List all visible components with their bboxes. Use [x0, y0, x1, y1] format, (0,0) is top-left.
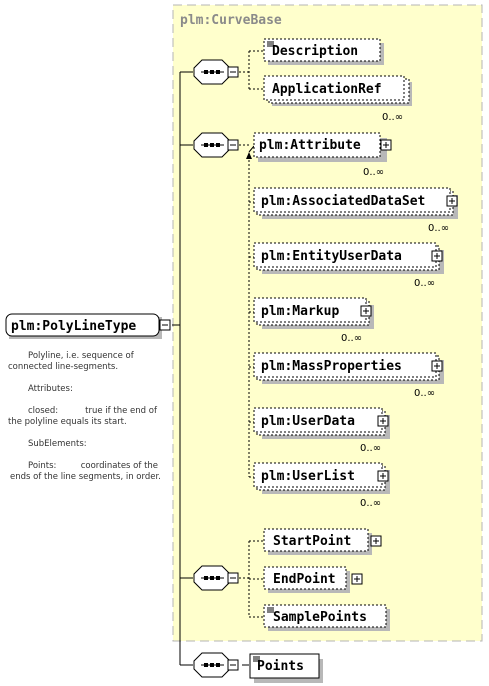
svg-text:ApplicationRef: ApplicationRef	[272, 82, 382, 97]
svg-text:plm:Markup: plm:Markup	[261, 304, 339, 319]
mass-properties-occurrence: 0..∞	[414, 388, 435, 399]
collapse-icon[interactable]	[227, 139, 239, 151]
doc-line-3	[8, 373, 168, 384]
expand-icon[interactable]	[370, 535, 382, 547]
element-description[interactable]: Description	[263, 38, 384, 65]
doc-line-5	[8, 395, 168, 406]
element-associated-data-set[interactable]: plm:AssociatedDataSet	[253, 187, 458, 219]
associated-data-set-occurrence: 0..∞	[428, 223, 449, 234]
svg-text:EndPoint: EndPoint	[273, 572, 336, 587]
expand-icon[interactable]	[431, 360, 443, 372]
expand-icon[interactable]	[351, 573, 363, 585]
element-sample-points[interactable]: SamplePoints	[263, 604, 390, 631]
sequence-compositor-icon	[193, 59, 231, 85]
sequence-compositor-icon	[193, 652, 231, 678]
svg-text:Points: Points	[257, 659, 304, 674]
expand-icon[interactable]	[431, 250, 443, 262]
expand-icon[interactable]	[377, 470, 389, 482]
group-title: plm:CurveBase	[180, 13, 282, 28]
doc-line-11: Points: coordinates of the	[28, 461, 159, 471]
doc-line-4: Attributes:	[28, 384, 73, 394]
doc-line-12: ends of the line segments, in order.	[10, 472, 161, 482]
root-element-label: plm:PolyLineType	[11, 319, 136, 334]
svg-text:plm:UserData: plm:UserData	[261, 414, 355, 429]
element-user-list[interactable]: plm:UserList	[253, 462, 390, 494]
doc-line-2: connected line-segments.	[8, 362, 119, 372]
doc-line-10	[8, 450, 168, 461]
element-start-point[interactable]: StartPoint	[263, 528, 372, 555]
element-points[interactable]: Points	[249, 653, 323, 683]
user-data-occurrence: 0..∞	[360, 443, 381, 454]
svg-text:SamplePoints: SamplePoints	[273, 610, 367, 625]
element-markup[interactable]: plm:Markup	[253, 297, 374, 329]
doc-line-6: closed: true if the end of	[28, 406, 157, 416]
collapse-icon[interactable]	[159, 319, 171, 331]
expand-icon[interactable]	[360, 305, 372, 317]
doc-line-8	[8, 428, 168, 439]
markup-occurrence: 0..∞	[341, 333, 362, 344]
svg-text:plm:AssociatedDataSet: plm:AssociatedDataSet	[261, 194, 425, 209]
entity-user-data-occurrence: 0..∞	[414, 278, 435, 289]
svg-text:plm:UserList: plm:UserList	[261, 469, 355, 484]
svg-text:Description: Description	[272, 44, 358, 59]
svg-text:plm:MassProperties: plm:MassProperties	[261, 359, 402, 374]
collapse-icon[interactable]	[227, 572, 239, 584]
svg-text:plm:Attribute: plm:Attribute	[259, 138, 361, 153]
optional-connectors	[239, 50, 264, 618]
doc-line-1: Polyline, i.e. sequence of	[28, 351, 134, 361]
element-user-data[interactable]: plm:UserData	[253, 407, 390, 439]
element-mass-properties[interactable]: plm:MassProperties	[253, 352, 444, 384]
svg-text:StartPoint: StartPoint	[273, 534, 351, 549]
doc-line-9: SubElements:	[28, 439, 87, 449]
root-element[interactable]: plm:PolyLineType	[5, 313, 162, 339]
svg-text:plm:EntityUserData: plm:EntityUserData	[261, 249, 402, 264]
element-attribute[interactable]: plm:Attribute	[253, 132, 387, 162]
application-ref-occurrence: 0..∞	[382, 112, 403, 123]
attribute-arrow-icon	[246, 152, 252, 159]
expand-icon[interactable]	[380, 139, 392, 151]
element-entity-user-data[interactable]: plm:EntityUserData	[253, 242, 444, 274]
doc-line-7: the polyline equals its start.	[8, 417, 127, 427]
connectors	[172, 71, 249, 666]
expand-icon[interactable]	[377, 415, 389, 427]
sequence-compositor-icon	[193, 565, 231, 591]
attribute-occurrence: 0..∞	[363, 167, 384, 178]
collapse-icon[interactable]	[227, 66, 239, 78]
root-documentation: Polyline, i.e. sequence of connected lin…	[8, 351, 168, 483]
user-list-occurrence: 0..∞	[360, 498, 381, 509]
sequence-compositor-icon	[193, 132, 231, 158]
element-application-ref[interactable]: ApplicationRef	[263, 75, 412, 106]
collapse-icon[interactable]	[227, 659, 239, 671]
expand-icon[interactable]	[446, 195, 458, 207]
element-end-point[interactable]: EndPoint	[263, 566, 350, 593]
